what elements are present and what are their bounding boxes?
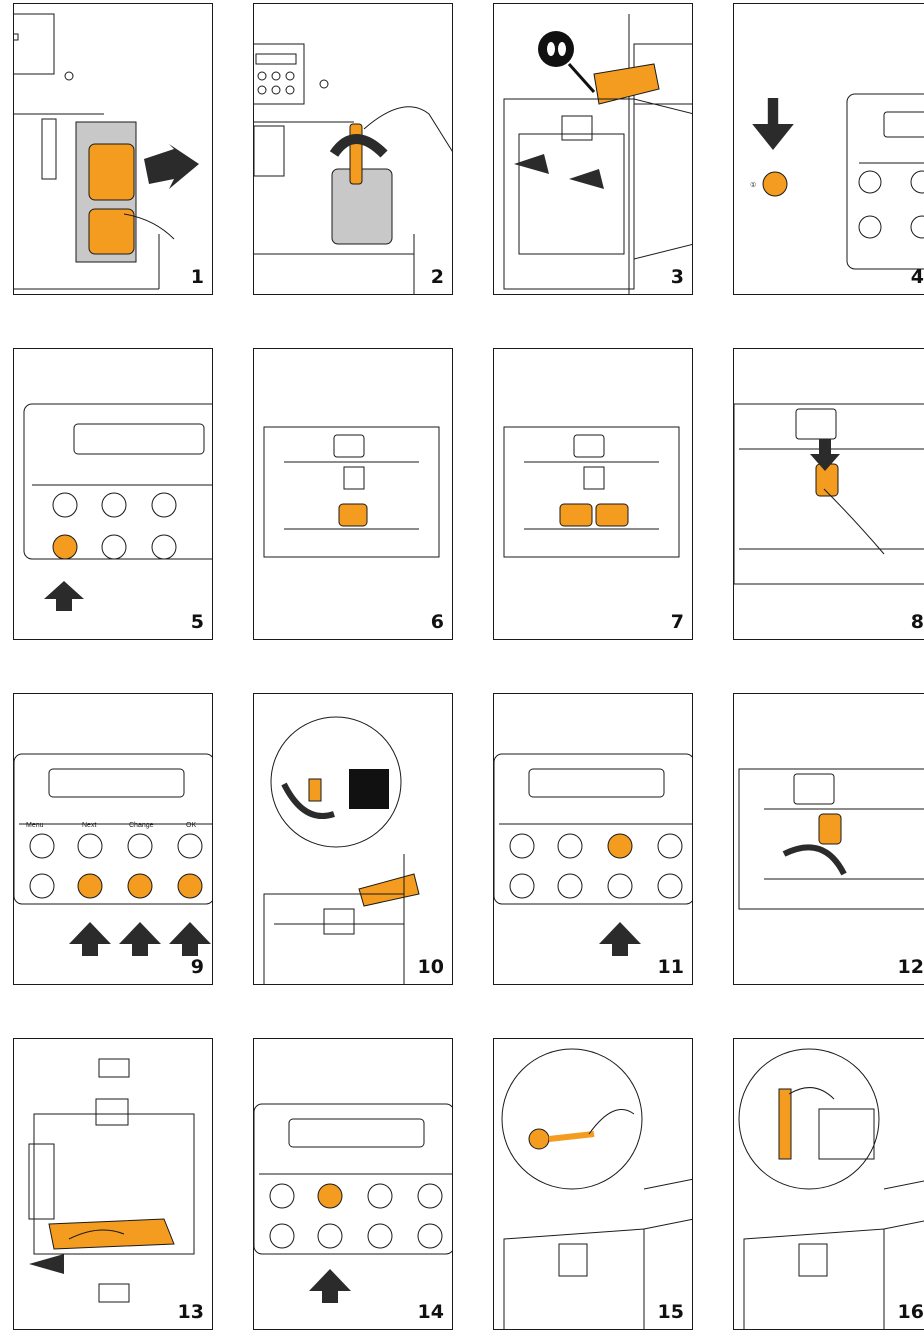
step-2-illustration [254, 4, 453, 295]
step-2-number: 2 [431, 266, 444, 288]
step-15-number: 15 [658, 1301, 684, 1323]
step-16-illustration [734, 1039, 924, 1330]
step-11-number: 11 [658, 956, 684, 978]
step-5-number: 5 [191, 611, 204, 633]
step-4-number: 4 [911, 266, 924, 288]
step-16-number: 16 [898, 1301, 924, 1323]
step-11-illustration [494, 694, 693, 985]
step-10-illustration [254, 694, 453, 985]
step-13-panel: 13 [13, 1038, 213, 1330]
step-7-number: 7 [671, 611, 684, 633]
step-14-panel: 14 [253, 1038, 453, 1330]
step-3-number: 3 [671, 266, 684, 288]
step-13-illustration [14, 1039, 213, 1330]
step-6-illustration [254, 349, 453, 640]
step-10-number: 10 [418, 956, 444, 978]
step-16-panel: 16 [733, 1038, 924, 1330]
step-5-panel: 5 [13, 348, 213, 640]
step-1-number: 1 [191, 266, 204, 288]
step-12-panel: 12 [733, 693, 924, 985]
step-6-panel: 6 [253, 348, 453, 640]
step-11-panel: 11 [493, 693, 693, 985]
step-6-number: 6 [431, 611, 444, 633]
step-15-panel: 15 [493, 1038, 693, 1330]
step-1-illustration [14, 4, 213, 295]
step-14-illustration [254, 1039, 453, 1330]
step-3-illustration [494, 4, 693, 295]
step-7-panel: 7 [493, 348, 693, 640]
step-9-number: 9 [191, 956, 204, 978]
step-12-number: 12 [898, 956, 924, 978]
step-9-illustration: Menu Next Change OK [14, 694, 213, 985]
step-1-panel: 1 [13, 3, 213, 295]
step-7-illustration [494, 349, 693, 640]
next-label: Next [82, 822, 96, 829]
step-2-panel: 2 [253, 3, 453, 295]
step-12-illustration [734, 694, 924, 985]
step-15-illustration [494, 1039, 693, 1330]
step-9-panel: Menu Next Change OK 9 [13, 693, 213, 985]
step-3-panel: 3 [493, 3, 693, 295]
step-14-number: 14 [418, 1301, 444, 1323]
step-8-illustration [734, 349, 924, 640]
menu-label: Menu [26, 822, 44, 829]
svg-text:①: ① [750, 181, 756, 189]
step-8-number: 8 [911, 611, 924, 633]
step-5-illustration [14, 349, 213, 640]
change-label: Change [129, 822, 154, 829]
step-10-panel: 10 [253, 693, 453, 985]
ok-label: OK [186, 822, 196, 829]
step-8-panel: 8 [733, 348, 924, 640]
step-4-panel: ① 4 [733, 3, 924, 295]
step-13-number: 13 [178, 1301, 204, 1323]
step-4-illustration: ① [734, 4, 924, 295]
